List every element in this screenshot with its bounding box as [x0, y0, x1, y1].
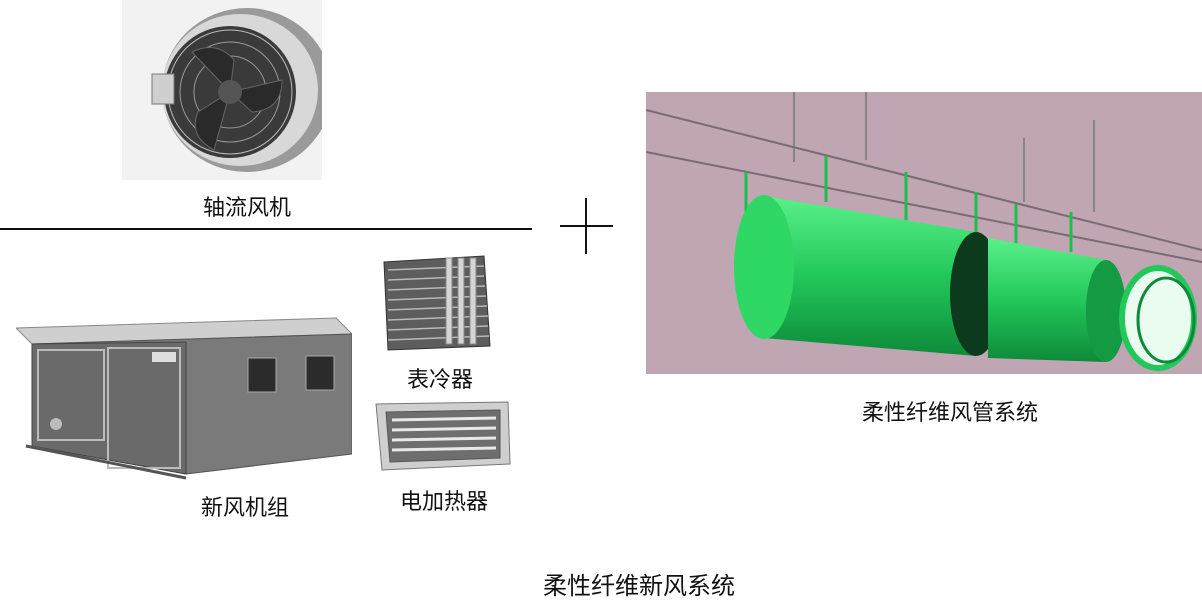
surface-cooler-caption: 表冷器: [407, 368, 474, 393]
axial-fan-image: [122, 0, 322, 180]
fabric-duct-caption: 柔性纤维风管系统: [862, 401, 1039, 426]
fabric-duct-image: [646, 92, 1202, 374]
divider-line: [0, 228, 532, 230]
main-title: 柔性纤维新风系统: [543, 572, 735, 600]
electric-heater-image: [372, 400, 512, 472]
plus-sign-vertical: [585, 198, 587, 254]
electric-heater-caption: 电加热器: [400, 490, 489, 515]
surface-cooler-image: [380, 252, 498, 356]
axial-fan-caption: 轴流风机: [203, 196, 292, 221]
fresh-air-unit-image: [16, 317, 352, 480]
fresh-air-unit-caption: 新风机组: [201, 496, 290, 521]
